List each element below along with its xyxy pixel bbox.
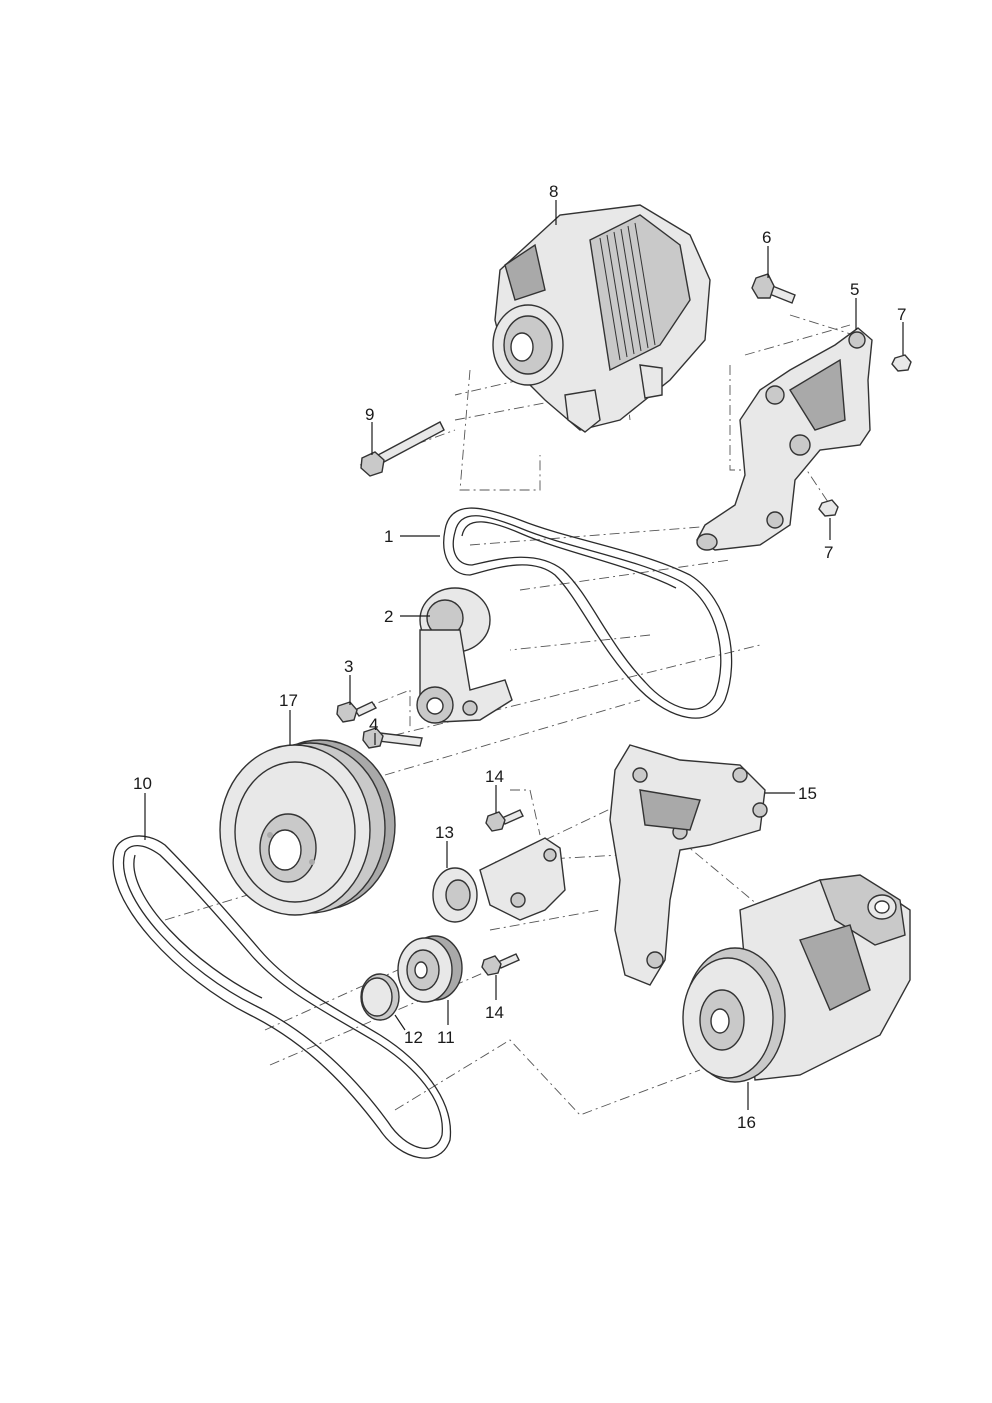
ac-compressor	[682, 874, 911, 1083]
belt-upper	[443, 507, 733, 719]
callout-7-bottom: 7	[824, 543, 833, 562]
callout-5: 5	[850, 280, 859, 299]
crankshaft-pulley	[219, 739, 396, 916]
pulley-cap	[360, 973, 400, 1021]
alternator-bracket	[696, 327, 873, 551]
callout-1: 1	[384, 527, 393, 546]
nut-7-top	[891, 354, 912, 372]
callouts: 8 6 5 7 7 9 1 2 3 4 17 10 14 13 15 14 12…	[133, 182, 906, 1132]
callout-2: 2	[384, 607, 393, 626]
bolt-4	[362, 727, 423, 749]
bolt-14-bottom	[481, 953, 520, 976]
callout-4: 4	[369, 715, 378, 734]
tensioner-upper	[416, 587, 513, 724]
nut-7-bottom	[818, 499, 839, 517]
alternator	[492, 204, 711, 433]
callout-7-top: 7	[897, 305, 906, 324]
callout-3: 3	[344, 657, 353, 676]
callout-12: 12	[404, 1028, 423, 1047]
leader-lines	[144, 200, 904, 1110]
idler-pulley	[397, 935, 463, 1003]
callout-10: 10	[133, 774, 152, 793]
bolt-14-top	[485, 809, 524, 832]
callout-17: 17	[279, 691, 298, 710]
callout-14-bottom: 14	[485, 1003, 504, 1022]
callout-15: 15	[798, 784, 817, 803]
callout-14-top: 14	[485, 767, 504, 786]
callout-13: 13	[435, 823, 454, 842]
callout-9: 9	[365, 405, 374, 424]
compressor-bracket	[609, 744, 768, 986]
callout-6: 6	[762, 228, 771, 247]
bolt-3	[336, 701, 378, 723]
bolt-6	[751, 273, 796, 304]
callout-16: 16	[737, 1113, 756, 1132]
bolt-9	[360, 421, 445, 477]
tensioner-lower	[432, 837, 566, 923]
callout-8: 8	[549, 182, 558, 201]
belt-lower	[112, 835, 452, 1159]
callout-11: 11	[437, 1028, 455, 1047]
